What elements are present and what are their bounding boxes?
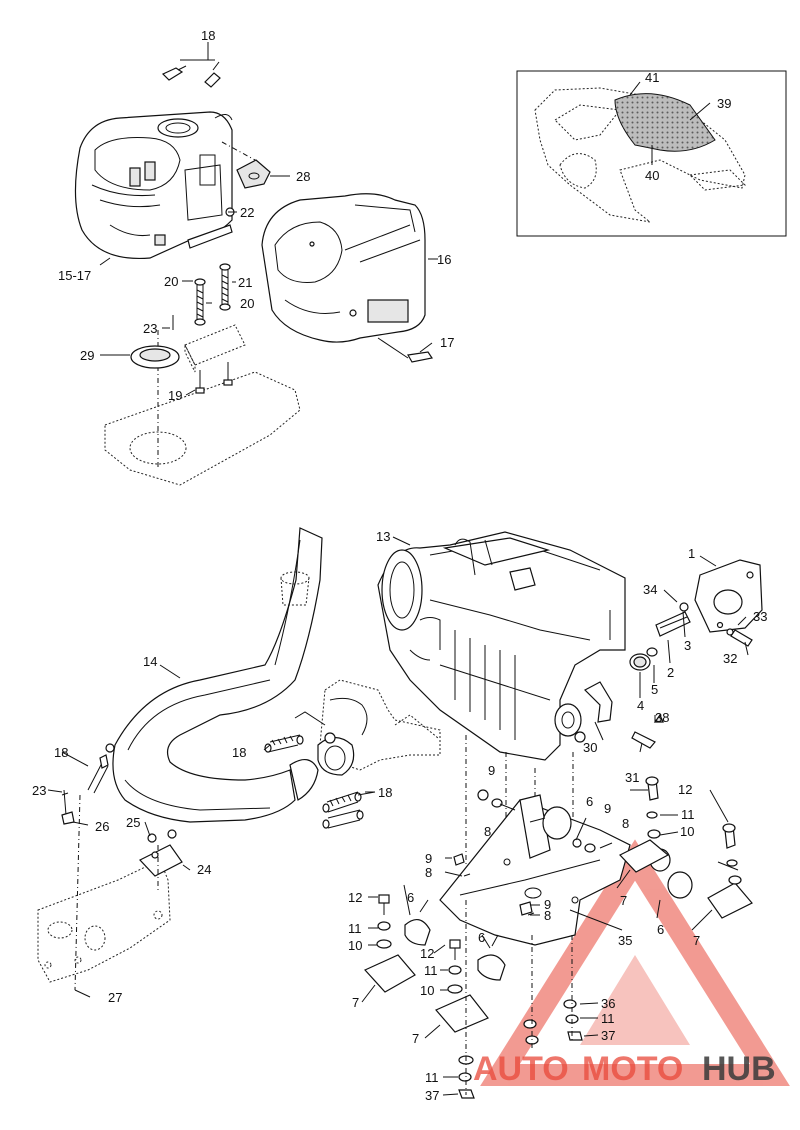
callout-11: 11 (425, 1070, 439, 1085)
callout-36: 36 (601, 996, 615, 1011)
callout-40: 40 (645, 168, 659, 183)
callout-7: 7 (620, 893, 627, 908)
callout-21: 21 (238, 275, 252, 290)
callout-6: 6 (478, 930, 485, 945)
callout-30: 30 (583, 740, 597, 755)
callout-3: 3 (684, 638, 691, 653)
callout-2: 2 (667, 665, 674, 680)
engine-assembly (377, 531, 626, 900)
callout-28: 28 (296, 169, 310, 184)
callout-15-17: 15-17 (58, 268, 91, 283)
callout-8: 8 (484, 824, 491, 839)
tuned-pipe (105, 527, 441, 829)
engine-mount-plate (584, 559, 763, 749)
watermark-auto: AUTO (473, 1050, 569, 1088)
callout-12: 12 (348, 890, 362, 905)
callout-9: 9 (544, 897, 551, 912)
callout-11: 11 (681, 807, 695, 822)
callout-26: 26 (95, 819, 109, 834)
callout-7: 7 (352, 995, 359, 1010)
callout-11: 11 (424, 963, 438, 978)
air-silencer-assembly (74, 61, 301, 486)
callout-10: 10 (348, 938, 362, 953)
watermark-moto: MOTO (582, 1050, 683, 1088)
callout-6: 6 (407, 890, 414, 905)
callout-33: 33 (753, 609, 767, 624)
callout-41: 41 (645, 70, 659, 85)
engine-mount-frame (364, 776, 753, 1099)
inset-detail-panel (516, 70, 787, 237)
callout-20: 20 (164, 274, 178, 289)
callout-12: 12 (420, 946, 434, 961)
silencer-cover (261, 193, 433, 363)
callout-32: 32 (723, 651, 737, 666)
callout-9: 9 (488, 763, 495, 778)
callout-12: 12 (678, 782, 692, 797)
callout-16: 16 (437, 252, 451, 267)
callout-19: 19 (168, 388, 182, 403)
callout-23: 23 (143, 321, 157, 336)
callout-18: 18 (201, 28, 215, 43)
callout-6: 6 (586, 794, 593, 809)
leader-lines (47, 42, 749, 1096)
callout-8: 8 (544, 908, 551, 923)
callout-18: 18 (232, 745, 246, 760)
callout-13: 13 (376, 529, 390, 544)
callout-27: 27 (108, 990, 122, 1005)
callout-31: 31 (625, 770, 639, 785)
watermark-hub: HUB (702, 1050, 776, 1088)
callout-5: 5 (651, 682, 658, 697)
callout-11: 11 (348, 921, 362, 936)
callout-18: 18 (378, 785, 392, 800)
callout-8: 8 (622, 816, 629, 831)
callout-25: 25 (126, 815, 140, 830)
callout-39: 39 (717, 96, 731, 111)
callout-14: 14 (143, 654, 157, 669)
callout-11: 11 (601, 1011, 615, 1026)
callout-6: 6 (657, 922, 664, 937)
callout-23: 23 (32, 783, 46, 798)
callout-7: 7 (693, 933, 700, 948)
callout-37: 37 (601, 1028, 615, 1043)
callout-20: 20 (240, 296, 254, 311)
pipe-support-bracket (37, 754, 183, 991)
callout-24: 24 (197, 862, 211, 877)
callout-18: 18 (54, 745, 68, 760)
watermark-text: AUTO MOTO HUB (473, 1050, 776, 1088)
callout-9: 9 (425, 851, 432, 866)
callout-22: 22 (240, 205, 254, 220)
callout-4: 4 (637, 698, 644, 713)
callout-38: 38 (655, 710, 669, 725)
callout-labels: 18 28 22 15-17 20 21 20 23 29 19 16 17 4… (32, 28, 767, 1103)
callout-34: 34 (643, 582, 657, 597)
callout-35: 35 (618, 933, 632, 948)
callout-10: 10 (420, 983, 434, 998)
callout-37: 37 (425, 1088, 439, 1103)
callout-1: 1 (688, 546, 695, 561)
callout-17: 17 (440, 335, 454, 350)
callout-7: 7 (412, 1031, 419, 1046)
callout-9: 9 (604, 801, 611, 816)
watermark-logo-icon (480, 839, 790, 1086)
callout-29: 29 (80, 348, 94, 363)
callout-10: 10 (680, 824, 694, 839)
callout-8: 8 (425, 865, 432, 880)
